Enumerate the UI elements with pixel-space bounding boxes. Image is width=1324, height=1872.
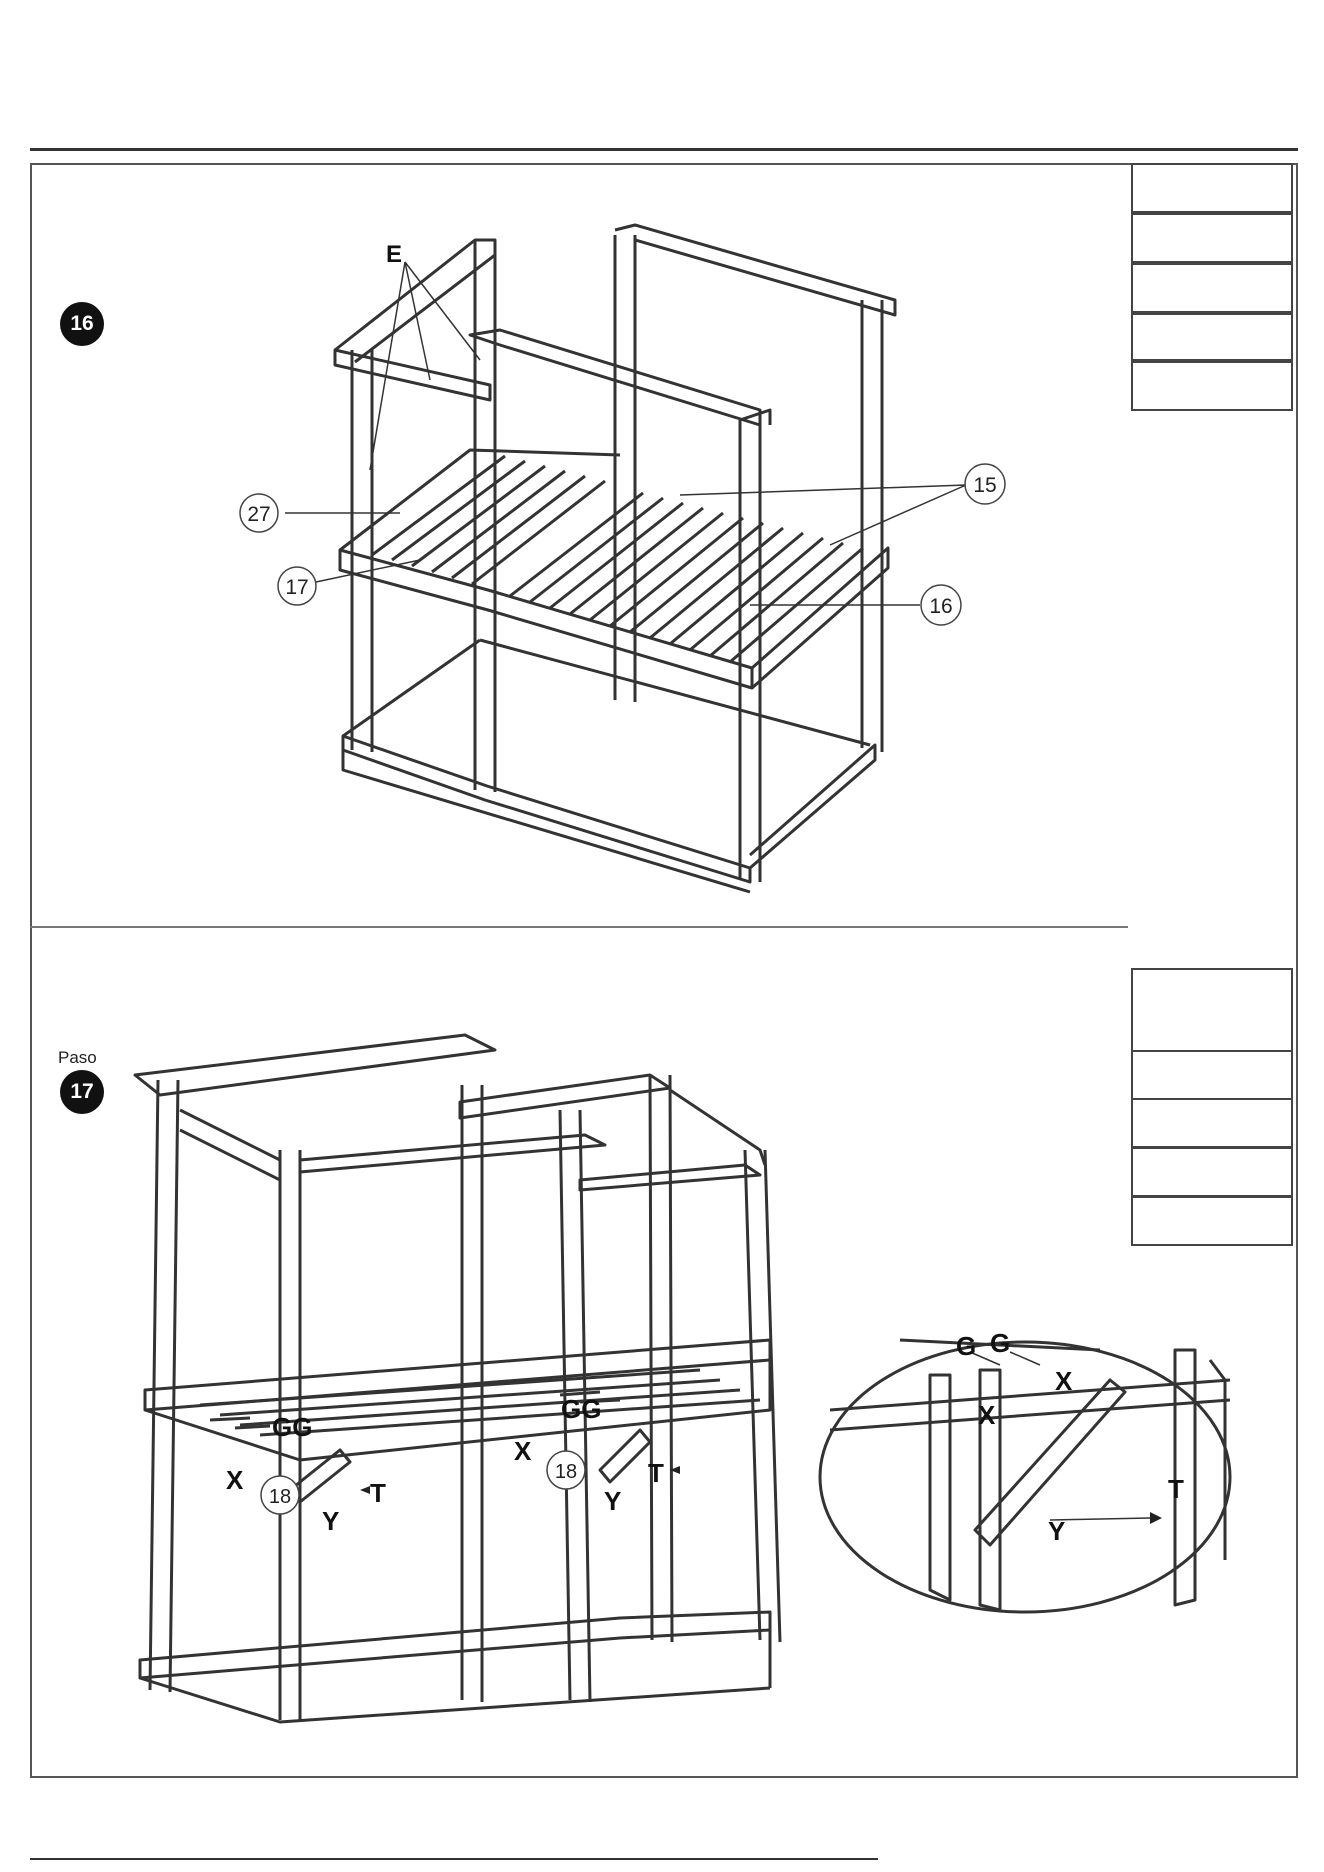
detail-label-y: Y [1048,1516,1065,1546]
label-y-left: Y [322,1506,339,1536]
label-y-right: Y [604,1486,621,1516]
detail-label-t: T [1168,1474,1184,1504]
label-gg-right: GG [561,1394,601,1424]
detail-label-x2: X [978,1400,996,1430]
label-e: E [386,241,402,268]
detail-label-g2: G [990,1328,1010,1358]
label-x-left: X [226,1465,244,1495]
label-t-right: T [648,1458,664,1488]
label-16: 16 [929,595,952,618]
label-18-right: 18 [555,1461,577,1483]
label-x-right: X [514,1436,532,1466]
detail-label-x1: X [1055,1366,1073,1396]
label-gg-left: GG [272,1412,312,1442]
label-t-left: T [370,1478,386,1508]
label-17: 17 [285,576,308,599]
label-15: 15 [973,474,996,497]
step-17-frame [135,1035,780,1722]
detail-label-g1: G [956,1331,976,1361]
label-18-left: 18 [269,1486,291,1508]
label-27: 27 [247,503,270,526]
bottom-rule [30,1858,878,1860]
